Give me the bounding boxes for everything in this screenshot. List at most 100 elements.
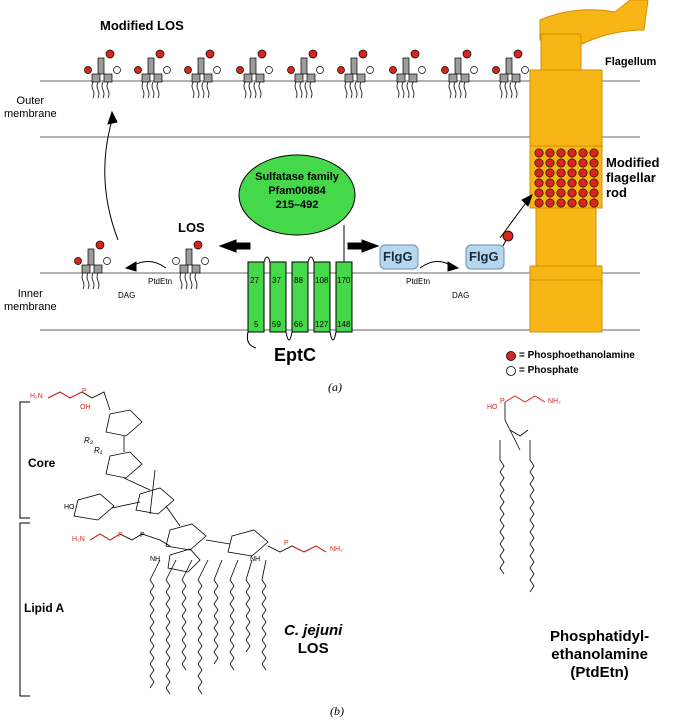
- rod-pe-dot: [545, 178, 555, 188]
- caption-a: (a): [328, 380, 342, 394]
- rod-pe-dot: [556, 198, 566, 208]
- modified-los-label: Modified LOS: [100, 18, 184, 33]
- core-label: Core: [28, 456, 56, 470]
- chem-r3: R₃: [84, 436, 93, 445]
- flgg-label-1: FlgG: [383, 249, 413, 264]
- flgg-pe: [502, 230, 514, 247]
- rod-pe-dot: [578, 198, 588, 208]
- rod-pe-dot: [567, 148, 577, 158]
- rod-pe-dot: [578, 188, 588, 198]
- helix-top-27: 27: [250, 276, 259, 285]
- inner-membrane-label: Inner membrane: [4, 288, 57, 314]
- rod-pe-dot: [534, 168, 544, 178]
- los-molecule: [134, 49, 171, 99]
- los-molecule: [441, 49, 478, 99]
- los-molecule: [74, 240, 111, 290]
- caption-b: (b): [330, 704, 344, 718]
- sulfatase-label: Sulfatase family Pfam00884 215–492: [239, 170, 355, 212]
- chem-p-right: P: [284, 540, 289, 547]
- outer-los-group: [84, 49, 529, 99]
- rod-pe-dot: [545, 158, 555, 168]
- rod-pe-dot: [545, 148, 555, 158]
- rod-pe-dot: [534, 158, 544, 168]
- rod-pe-dot: [556, 178, 566, 188]
- flgg-label-2: FlgG: [469, 249, 499, 264]
- rod-pe-dot: [578, 168, 588, 178]
- outer-membrane-line1: Outer: [16, 95, 45, 107]
- rod-pe-dot: [578, 158, 588, 168]
- ptdetn-line1: Phosphatidyl-: [550, 628, 650, 645]
- chem-ho: HO: [64, 504, 75, 511]
- rod-pe-dot: [534, 188, 544, 198]
- chem-h2n-top: H₂N: [30, 393, 43, 400]
- rod-pe-dot: [578, 178, 588, 188]
- inner-membrane-line1: Inner: [17, 288, 43, 300]
- modified-rod-line1: Modified: [606, 155, 660, 170]
- helix-bottom-66: 66: [294, 320, 303, 329]
- chem-h2n-left: H₂N: [72, 536, 85, 543]
- eptc-loops: [246, 225, 345, 349]
- rod-pe-dot: [545, 188, 555, 198]
- inner-los-group: [74, 240, 209, 290]
- helix-bottom-127: 127: [315, 320, 329, 329]
- rod-pe-dot: [567, 198, 577, 208]
- modified-rod-line2: flagellar: [606, 170, 656, 185]
- chem-oh-top: OH: [80, 404, 91, 411]
- rod-pe-dot: [567, 178, 577, 188]
- dag-label-left: DAG: [118, 291, 136, 300]
- rod-pe-dot: [556, 148, 566, 158]
- helix-top-37: 37: [272, 276, 281, 285]
- flagellum-label: Flagellum: [605, 56, 657, 68]
- helix-top-108: 108: [315, 276, 329, 285]
- ptdetn-line3: (PtdEtn): [570, 664, 629, 681]
- rod-pe-dot: [534, 198, 544, 208]
- arrows: [104, 110, 533, 272]
- chem-p-ptd: P: [500, 398, 505, 405]
- ptdetn-label-right: PtdEtn: [406, 277, 431, 286]
- sulfatase-line2: Pfam00884: [268, 185, 326, 197]
- sulfatase-line1: Sulfatase family: [255, 171, 339, 183]
- ptdetn-structure: [499, 402, 535, 593]
- sulfatase-domain: [238, 154, 356, 236]
- rod-pe-dot: [545, 168, 555, 178]
- chem-nh-2: NH: [250, 556, 261, 563]
- rod-pe-dot: [589, 168, 599, 178]
- modified-rod-line3: rod: [606, 185, 627, 200]
- rod-pe-dot: [556, 168, 566, 178]
- los-word: LOS: [297, 640, 329, 657]
- sulfatase-line3: 215–492: [275, 199, 319, 211]
- outer-membrane-line2: membrane: [4, 108, 57, 120]
- chem-r1: R₁: [94, 446, 103, 455]
- legend-pe-label: = Phosphoethanolamine: [519, 350, 635, 361]
- los-label: LOS: [178, 220, 205, 235]
- ptdetn-name-label: Phosphatidyl- ethanolamine (PtdEtn): [550, 628, 649, 682]
- rod-pe-dot: [589, 158, 599, 168]
- los-molecule: [184, 49, 221, 99]
- pe-highlights: [47, 391, 546, 553]
- helix-bottom-148: 148: [337, 320, 351, 329]
- ptdetn-line2: ethanolamine: [551, 646, 648, 663]
- eptc-helices: [247, 261, 353, 333]
- rod-pe-dot: [534, 178, 544, 188]
- flgg-boxes: [379, 244, 505, 270]
- helix-top-170: 170: [337, 276, 351, 285]
- rod-pe-dot: [556, 188, 566, 198]
- rod-pe-dot: [589, 198, 599, 208]
- helix-bottom-5: 5: [254, 320, 259, 329]
- outer-membrane-label: Outer membrane: [4, 95, 57, 121]
- los-molecule: [84, 49, 121, 99]
- rod-pe-dot: [556, 158, 566, 168]
- modified-rod-label: Modified flagellar rod: [606, 155, 659, 200]
- species-name: C. jejuni: [284, 622, 343, 639]
- los-molecule: [492, 49, 529, 99]
- chem-p-left2: P: [140, 532, 145, 539]
- rod-pe-dot: [567, 168, 577, 178]
- los-name-label: C. jejuni LOS: [284, 622, 342, 658]
- chem-nh2-ptd: NH₂: [548, 398, 561, 405]
- los-molecule: [172, 240, 209, 290]
- rod-pe-dot: [589, 178, 599, 188]
- lipid-a-label: Lipid A: [24, 601, 65, 615]
- los-molecule: [287, 49, 324, 99]
- dag-label-right: DAG: [452, 291, 470, 300]
